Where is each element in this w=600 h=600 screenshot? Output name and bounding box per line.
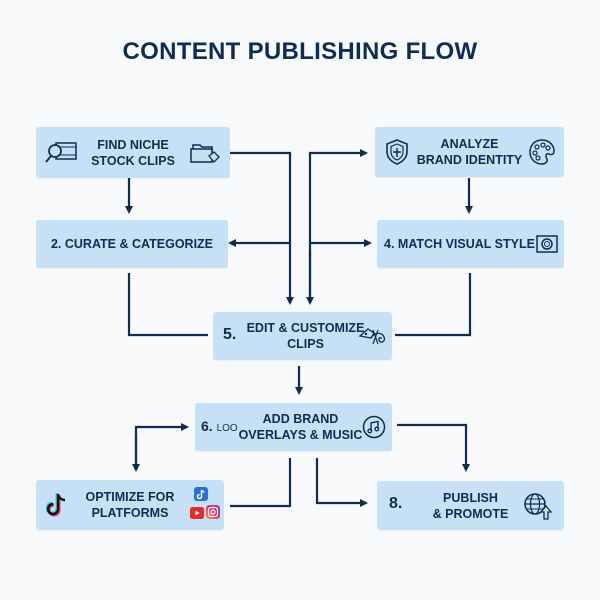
step-3-line-2: BRAND IDENTITY xyxy=(416,153,523,167)
step-5-number: 5. xyxy=(223,326,237,343)
folders-icon xyxy=(190,144,220,163)
step-6-number: 6. LOO xyxy=(201,418,238,437)
arrow-1-to-5 xyxy=(230,151,294,305)
arrow-6-to-8-bottom xyxy=(315,458,368,507)
step-4-label: 4. MATCH VISUAL STYLE xyxy=(384,237,535,251)
step-6-extra-text: LOO xyxy=(216,423,238,434)
arrow-to-6-from-left xyxy=(134,423,189,470)
camera-icon xyxy=(536,235,558,253)
arrow-6-to-8 xyxy=(397,423,470,472)
step-6-add-brand-overlays-music[interactable]: 6. LOO ADD BRAND OVERLAYS & MUSIC xyxy=(195,403,392,451)
diagram-title: CONTENT PUBLISHING FLOW xyxy=(122,38,478,65)
step-3-analyze-brand-identity[interactable]: ANALYZE BRAND IDENTITY xyxy=(375,127,564,177)
step-7-line-2: PLATFORMS xyxy=(91,506,169,520)
step-5-edit-customize-clips[interactable]: 5. EDIT & CUSTOMIZE CLIPS xyxy=(213,312,392,360)
youtube-icon xyxy=(190,507,204,519)
step-4-match-visual-style[interactable]: 4. MATCH VISUAL STYLE xyxy=(377,220,564,268)
step-8-number: 8. xyxy=(389,495,403,512)
step-6-number-text: 6. xyxy=(201,418,213,434)
step-5-line-2: CLIPS xyxy=(287,337,324,351)
step-6-line-2: OVERLAYS & MUSIC xyxy=(238,428,363,442)
step-1-find-niche-stock-clips[interactable]: FIND NICHE STOCK CLIPS xyxy=(36,127,230,178)
line-6-to-7 xyxy=(230,458,292,508)
line-4-to-5 xyxy=(395,273,472,337)
step-5-line-1: EDIT & CUSTOMIZE xyxy=(246,321,365,335)
line-2-to-5 xyxy=(127,273,208,337)
step-7-line-1: OPTIMIZE FOR xyxy=(85,490,175,504)
instagram-icon xyxy=(206,505,220,519)
chameleon-icon xyxy=(358,328,386,345)
step-8-publish-promote[interactable]: 8. PUBLISH & PROMOTE xyxy=(377,481,564,530)
step-7-optimize-for-platforms[interactable]: OPTIMIZE FOR PLATFORMS xyxy=(36,480,224,530)
tiktok-icon xyxy=(46,493,66,517)
shield-icon xyxy=(386,139,408,165)
step-6-line-1: ADD BRAND xyxy=(262,412,339,426)
step-1-line-1: FIND NICHE xyxy=(97,137,169,152)
arrow-trunk-to-3 xyxy=(308,149,368,303)
palette-icon xyxy=(529,139,555,165)
tiktok-app-icon xyxy=(194,487,208,501)
step-1-line-2: STOCK CLIPS xyxy=(91,153,175,168)
step-2-label: 2. CURATE & CATEGORIZE xyxy=(50,237,214,251)
step-8-line-2: & PROMOTE xyxy=(432,506,509,521)
step-8-line-1: PUBLISH xyxy=(443,490,498,505)
step-2-curate-categorize[interactable]: 2. CURATE & CATEGORIZE xyxy=(36,220,228,268)
music-note-icon xyxy=(362,415,386,439)
magnifier-film-icon xyxy=(45,142,77,163)
step-3-line-1: ANALYZE xyxy=(440,137,499,151)
globe-upload-icon xyxy=(524,493,552,520)
